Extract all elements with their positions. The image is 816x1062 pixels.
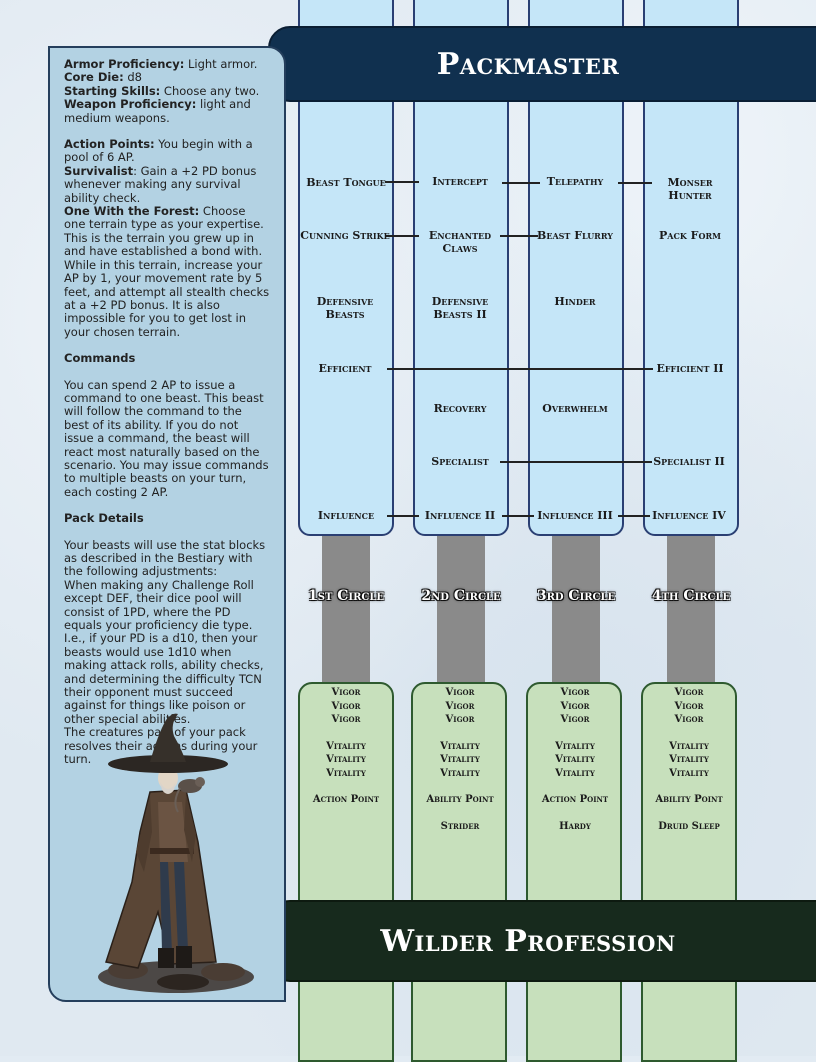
stat-extra-1: Action Point bbox=[541, 794, 609, 805]
talent-cunning-strike: Cunning Strike bbox=[300, 229, 390, 242]
circle-bar-2 bbox=[437, 536, 485, 686]
circle-label-2: 2nd Circle bbox=[421, 588, 501, 604]
wizard-illustration bbox=[98, 713, 254, 993]
talent-monser-hunter: Monser Hunter bbox=[667, 176, 713, 202]
stat-vigor: Vigor bbox=[674, 687, 704, 698]
stat-vigor: Vigor bbox=[560, 687, 590, 698]
talent-influence-ii: Influence II bbox=[424, 509, 496, 522]
talent-beast-flurry: Beast Flurry bbox=[537, 229, 613, 242]
stat-extra-2: Strider bbox=[440, 820, 480, 832]
connector-line bbox=[385, 181, 419, 183]
title-banner: Packmaster bbox=[268, 26, 816, 102]
connector-line bbox=[387, 515, 419, 517]
stat-vitality: Vitality bbox=[555, 767, 595, 779]
talent-pack-form: Pack Form bbox=[659, 229, 721, 242]
talent-hinder: Hinder bbox=[554, 295, 596, 308]
connector-line bbox=[500, 461, 652, 463]
talent-beast-tongue: Beast Tongue bbox=[306, 176, 386, 189]
talent-intercept: Intercept bbox=[432, 175, 488, 188]
connector-line bbox=[502, 182, 540, 184]
subtitle-banner: Wilder Profession bbox=[268, 900, 816, 982]
stat-vitality: Vitality bbox=[440, 754, 480, 765]
circle-label-3: 3rd Circle bbox=[536, 588, 616, 604]
stat-extra-1: Ability Point bbox=[426, 794, 494, 805]
circle-bar-1 bbox=[322, 536, 370, 686]
stat-vigor: Vigor bbox=[445, 714, 475, 725]
stat-extra-2: Hardy bbox=[559, 820, 591, 832]
stat-vigor: Vigor bbox=[674, 714, 704, 725]
talent-defensive-beasts-ii: Defensive Beasts II bbox=[431, 295, 489, 321]
stat-extra-2: Druid Sleep bbox=[658, 820, 720, 832]
stat-vigor: Vigor bbox=[445, 700, 475, 712]
starting-skills: Starting Skills: Choose any two. bbox=[64, 83, 260, 98]
one-with-the-forest: One With the Forest: Choose one terrain … bbox=[64, 204, 270, 339]
circle-label-4: 4th Circle bbox=[651, 588, 731, 604]
circle-bar-3 bbox=[552, 536, 600, 686]
core-die: Core Die: d8 bbox=[64, 70, 142, 85]
page-title: Packmaster bbox=[436, 46, 620, 82]
connector-line bbox=[502, 515, 534, 517]
stat-column-2 bbox=[411, 682, 507, 1062]
stat-vitality: Vitality bbox=[669, 740, 709, 752]
stat-vigor: Vigor bbox=[445, 687, 475, 698]
stat-column-3 bbox=[526, 682, 622, 1062]
page-subtitle: Wilder Profession bbox=[380, 923, 676, 959]
stat-vitality: Vitality bbox=[326, 740, 366, 752]
stat-vitality: Vitality bbox=[555, 740, 595, 752]
connector-line bbox=[618, 515, 650, 517]
action-points: Action Points: You begin with a pool of … bbox=[64, 137, 253, 165]
connector-line bbox=[385, 235, 419, 237]
pack-details-text-2: When making any Challenge Roll except DE… bbox=[64, 577, 264, 726]
stat-column-1 bbox=[298, 682, 394, 1062]
stat-vitality: Vitality bbox=[326, 767, 366, 779]
talent-enchanted-claws: Enchanted Claws bbox=[428, 229, 492, 255]
stat-vitality: Vitality bbox=[555, 754, 595, 765]
stat-vitality: Vitality bbox=[669, 754, 709, 765]
stat-vitality: Vitality bbox=[326, 754, 366, 765]
weapon-proficiency: Weapon Proficiency: light and medium wea… bbox=[64, 97, 251, 125]
stat-vigor: Vigor bbox=[331, 714, 361, 725]
stat-extra-1: Ability Point bbox=[655, 794, 723, 805]
talent-overwhelm: Overwhelm bbox=[542, 402, 608, 415]
stat-vitality: Vitality bbox=[440, 740, 480, 752]
stat-extra-1: Action Point bbox=[312, 794, 380, 805]
talent-influence-iii: Influence III bbox=[537, 509, 613, 522]
stat-vigor: Vigor bbox=[331, 700, 361, 712]
stat-vigor: Vigor bbox=[331, 687, 361, 698]
commands-text: You can spend 2 AP to issue a command to… bbox=[64, 377, 269, 499]
stat-vitality: Vitality bbox=[669, 767, 709, 779]
stat-vitality: Vitality bbox=[440, 767, 480, 779]
connector-line bbox=[387, 368, 653, 370]
pack-details-heading: Pack Details bbox=[64, 511, 144, 526]
talent-efficient-ii: Efficient II bbox=[656, 362, 724, 375]
talent-recovery: Recovery bbox=[433, 402, 487, 415]
stat-vigor: Vigor bbox=[560, 714, 590, 725]
talent-specialist-ii: Specialist II bbox=[653, 455, 725, 468]
talent-efficient: Efficient bbox=[318, 362, 372, 375]
circle-bar-4 bbox=[667, 536, 715, 686]
connector-line bbox=[618, 182, 652, 184]
talent-influence-iv: Influence IV bbox=[652, 509, 726, 522]
talent-influence: Influence bbox=[317, 509, 375, 522]
pack-details-text-1: Your beasts will use the stat blocks as … bbox=[64, 537, 266, 579]
stat-vigor: Vigor bbox=[674, 700, 704, 712]
circle-label-1: 1st Circle bbox=[307, 588, 385, 604]
survivalist: Survivalist: Gain a +2 PD bonus whenever… bbox=[64, 163, 257, 205]
armor-proficiency: Armor Proficiency: Light armor. bbox=[64, 57, 258, 71]
class-details-panel: Armor Proficiency: Light armor. Core Die… bbox=[48, 46, 286, 1002]
talent-defensive-beasts: Defensive Beasts bbox=[316, 295, 374, 321]
talent-telepathy: Telepathy bbox=[546, 175, 604, 188]
talent-specialist: Specialist bbox=[431, 455, 489, 468]
commands-heading: Commands bbox=[64, 351, 136, 366]
stat-vigor: Vigor bbox=[560, 700, 590, 712]
connector-line bbox=[500, 235, 538, 237]
